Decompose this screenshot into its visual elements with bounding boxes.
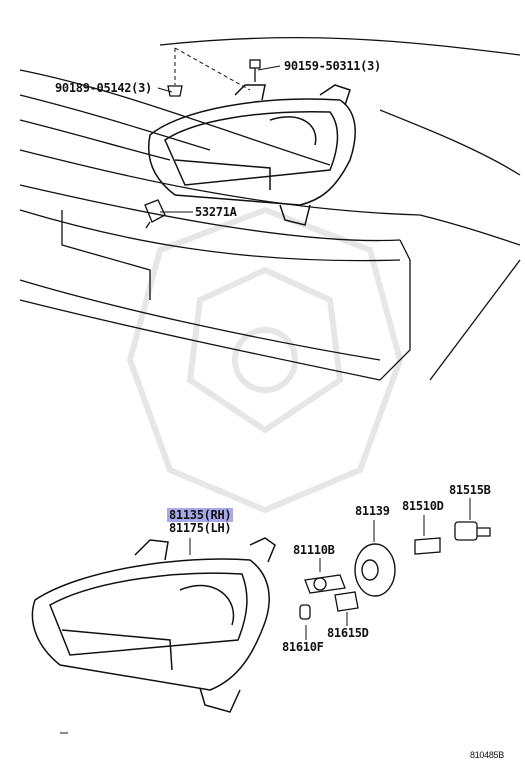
car-body-outline — [19, 36, 521, 381]
lamp-cover-icon — [354, 543, 396, 597]
label-screw: 90159-50311(3) — [284, 59, 381, 73]
h-bulb-socket-icon — [304, 574, 346, 594]
headlamp-unit — [31, 537, 276, 713]
label-cover: 81139 — [355, 504, 390, 518]
bracket-icon — [144, 199, 166, 229]
small-socket-icon — [454, 521, 491, 541]
screw-icon — [249, 59, 261, 82]
watermark-emblem — [126, 206, 404, 514]
label-bulb-side: 81615D — [327, 626, 369, 640]
side-bulb-icon — [334, 591, 359, 612]
clip-icon — [167, 85, 183, 97]
headlamp-installed — [148, 84, 356, 226]
label-headlamp-lh: 81175(LH) — [169, 521, 232, 535]
leader-lines — [157, 65, 471, 640]
small-bulb-icon — [414, 537, 441, 555]
label-socket-h: 81110B — [293, 543, 335, 557]
label-bracket: 53271A — [195, 205, 237, 219]
label-headlamp-rh: 81135(RH) — [167, 508, 234, 522]
label-bulb-small: 81510D — [402, 499, 444, 513]
dashed-leaders — [174, 47, 251, 91]
tiny-bulb-icon — [299, 604, 311, 620]
drawing-id: 810485B — [470, 750, 504, 760]
label-socket-small: 81515B — [449, 483, 491, 497]
label-bulb-tiny: 81610F — [282, 640, 324, 654]
label-clip: 90189-05142(3) — [55, 81, 152, 95]
